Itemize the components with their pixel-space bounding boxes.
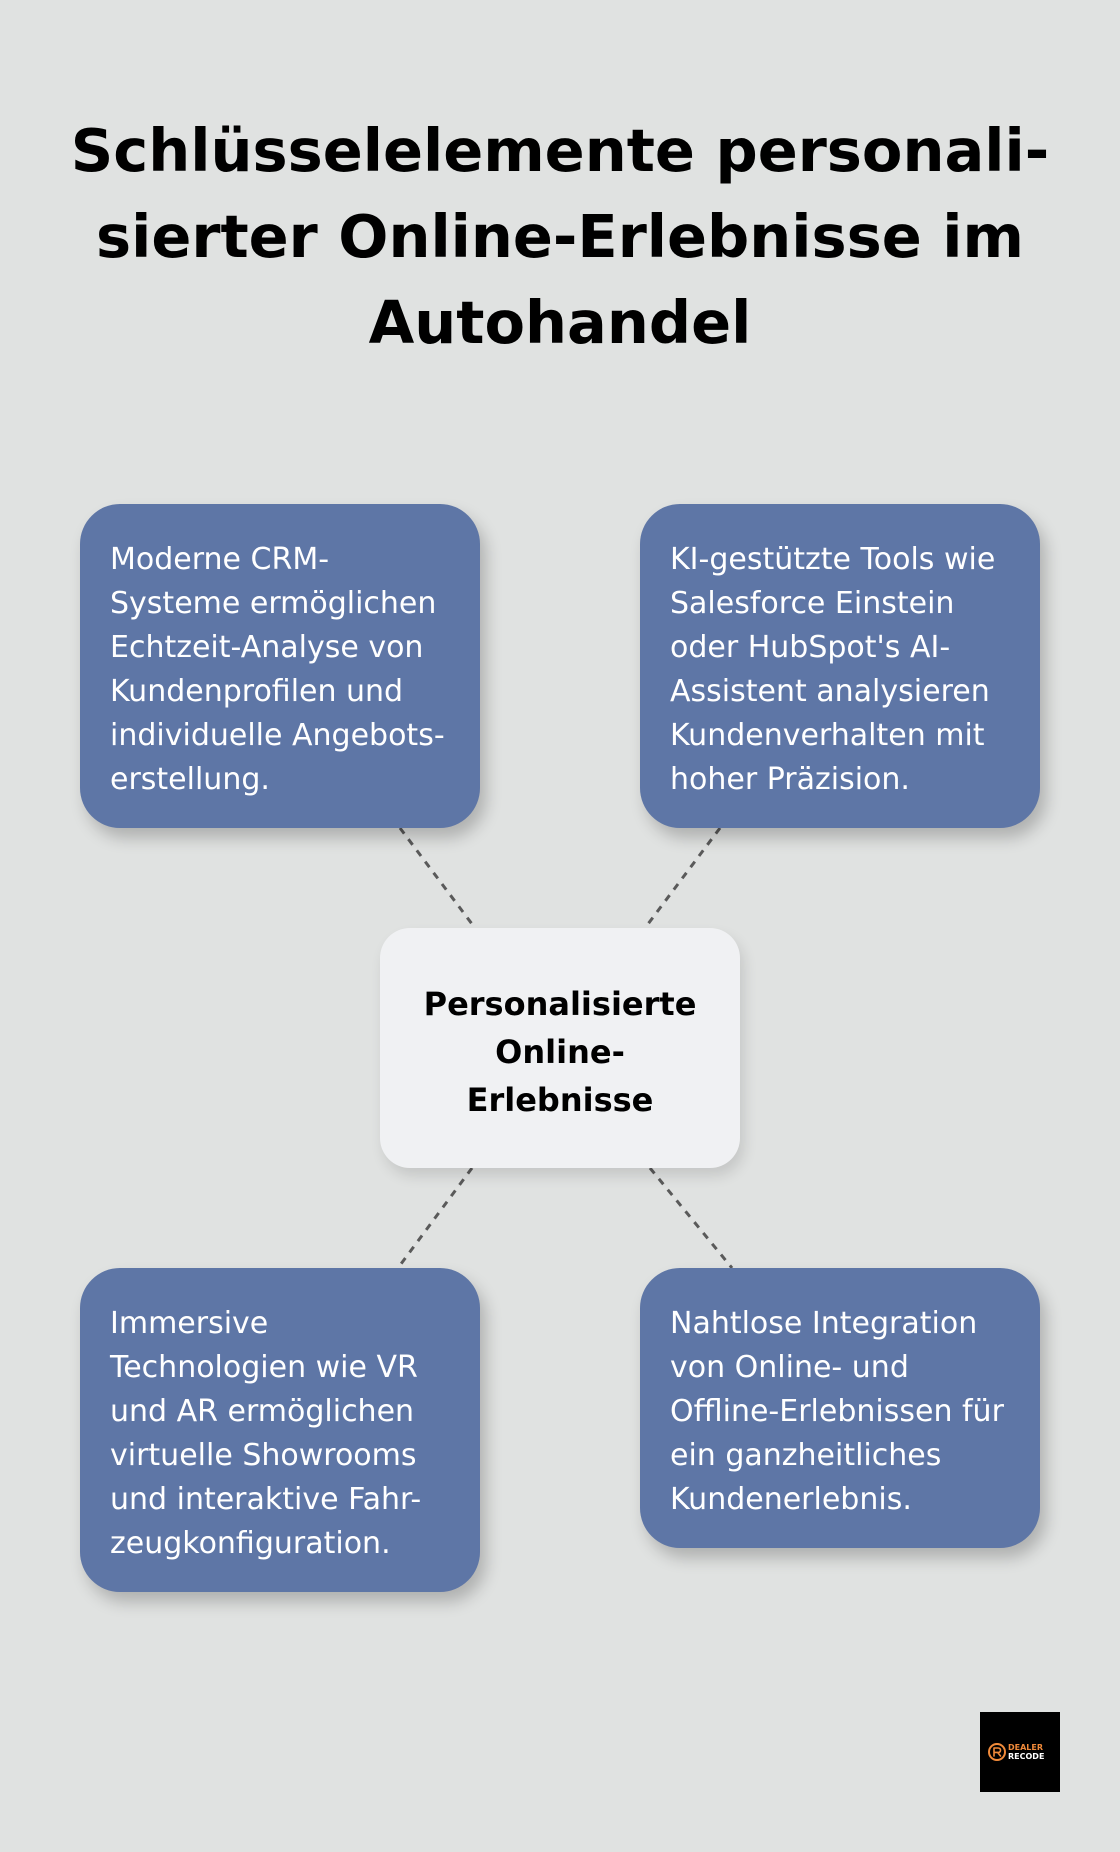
- connector-bottom-left: [396, 1167, 474, 1269]
- card-text-line: Kundenverhalten mit: [670, 718, 985, 753]
- card-text-line: virtuelle Showrooms: [110, 1438, 417, 1473]
- card-text-line: hoher Präzision.: [670, 762, 910, 797]
- logo-text-recode: RECODE: [1008, 1752, 1045, 1761]
- card-immersive-tech: Immersive Technologien wie VR und AR erm…: [80, 1268, 480, 1592]
- card-text-line: Salesforce Einstein: [670, 586, 955, 621]
- card-text-line: ein ganzheitliches: [670, 1438, 942, 1473]
- card-text-line: Moderne CRM-: [110, 542, 330, 577]
- card-text-line: oder HubSpot's AI-: [670, 630, 951, 665]
- card-ai-tools: KI-gestützte Tools wie Salesforce Einste…: [640, 504, 1040, 828]
- title-line: Schlüsselelemente personali-: [70, 116, 1050, 185]
- card-text-line: von Online- und: [670, 1350, 909, 1385]
- card-text-line: KI-gestützte Tools wie: [670, 542, 996, 577]
- card-text-line: Systeme ermöglichen: [110, 586, 437, 621]
- title-line: Autohandel: [368, 288, 752, 357]
- card-text-line: erstellung.: [110, 762, 270, 797]
- card-text-line: Technologien wie VR: [110, 1350, 418, 1385]
- card-text-line: Immersive: [110, 1306, 269, 1341]
- card-text-line: Echtzeit-Analyse von: [110, 630, 424, 665]
- card-text-line: Nahtlose Integration: [670, 1306, 978, 1341]
- page-title: Schlüsselelemente personali- sierter Onl…: [60, 108, 1060, 366]
- title-line: sierter Online-Erlebnisse im: [95, 202, 1024, 271]
- card-text-line: und interaktive Fahr-: [110, 1482, 422, 1517]
- card-seamless-integration: Nahtlose Integration von Online- und Off…: [640, 1268, 1040, 1548]
- central-node: Personalisierte Online- Erlebnisse: [380, 928, 740, 1168]
- brand-logo: DEALER RECODE: [980, 1712, 1060, 1792]
- connector-top-right: [643, 827, 722, 929]
- card-crm-systems: Moderne CRM- Systeme ermöglichen Echtzei…: [80, 504, 480, 828]
- card-text-line: und AR ermöglichen: [110, 1394, 415, 1429]
- logo-text-dealer: DEALER: [1008, 1743, 1044, 1752]
- connector-bottom-right: [648, 1167, 734, 1269]
- card-text-line: Assistent analysieren: [670, 674, 990, 709]
- connector-top-left: [398, 827, 477, 929]
- central-node-line: Personalisierte: [423, 985, 697, 1023]
- card-text-line: zeugkonfiguration.: [110, 1526, 391, 1561]
- card-text-line: Kundenerlebnis.: [670, 1482, 912, 1517]
- central-node-line: Erlebnisse: [466, 1081, 654, 1119]
- r-circle-icon: [988, 1743, 1006, 1761]
- card-text-line: Offline-Erlebnissen für: [670, 1394, 1004, 1429]
- card-text-line: Kundenprofilen und: [110, 674, 404, 709]
- card-text-line: individuelle Angebots-: [110, 718, 445, 753]
- central-node-line: Online-: [495, 1033, 625, 1071]
